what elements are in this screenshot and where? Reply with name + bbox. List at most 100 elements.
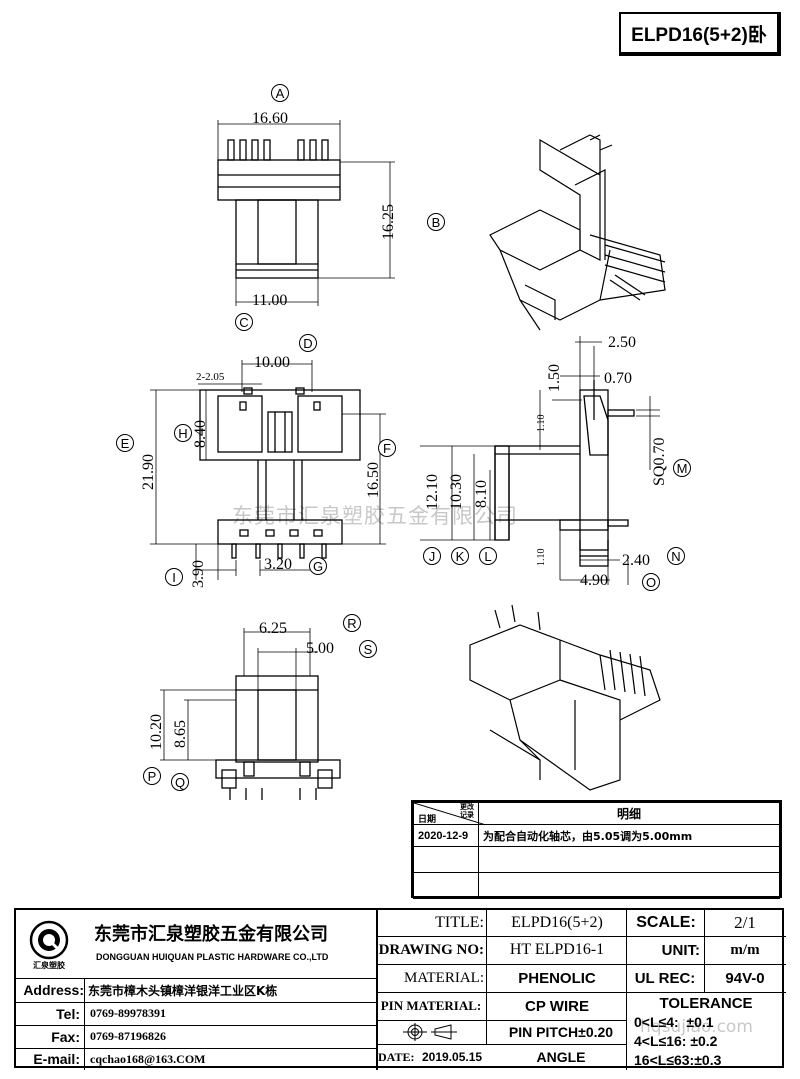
scale-value: 2/1 bbox=[734, 913, 756, 932]
address-value: 东莞市樟木头镇樟洋银洋工业区K栋 bbox=[88, 983, 278, 998]
address-label: Address: bbox=[23, 982, 84, 998]
dim-a: 16.60 bbox=[252, 110, 288, 127]
bottom-view bbox=[215, 675, 341, 800]
watermark: 东莞市汇泉塑胶五金有限公司 bbox=[232, 504, 518, 528]
dim-t2: 2.50 bbox=[608, 334, 636, 351]
company-name-cn: 东莞市汇泉塑胶五金有限公司 bbox=[94, 924, 328, 945]
dim-sq: SQ0.70 bbox=[651, 437, 668, 486]
dim-t5: 1.10 bbox=[536, 548, 547, 567]
dim-c: 11.00 bbox=[252, 292, 288, 309]
dim-t3: 0.70 bbox=[604, 370, 632, 387]
dim-i: 3.90 bbox=[190, 560, 207, 588]
unit-value: m/m bbox=[730, 941, 760, 958]
marker-l: L bbox=[479, 547, 497, 565]
ul-value: 94V-0 bbox=[725, 969, 765, 987]
part-title: ELPD16(5+2)卧 bbox=[631, 24, 767, 46]
dim-t4: 1.10 bbox=[536, 414, 547, 433]
rev-date-3 bbox=[413, 872, 479, 899]
dim-o: 4.90 bbox=[580, 572, 608, 589]
tolerance-1: 0<L≤4: ±0.1 bbox=[634, 1013, 714, 1030]
marker-q: Q bbox=[171, 773, 189, 791]
company-logo: 汇泉塑胶 bbox=[24, 914, 74, 976]
marker-p: P bbox=[143, 767, 161, 785]
logo-icon bbox=[29, 920, 69, 959]
front-view bbox=[199, 387, 361, 559]
drawing-no-value: HT ELPD16-1 bbox=[509, 941, 605, 958]
dim-lines-top bbox=[217, 120, 395, 306]
projection-symbol bbox=[396, 1020, 476, 1044]
material-label: MATERIAL: bbox=[404, 969, 484, 986]
pin-material-value: CP WIRE bbox=[525, 997, 589, 1015]
dim-r: 6.25 bbox=[259, 620, 287, 637]
company-name-en: DONGGUAN HUIQUAN PLASTIC HARDWARE CO.,LT… bbox=[96, 952, 329, 962]
rev-header-detail: 明细 bbox=[478, 802, 780, 825]
dim-lines-front bbox=[150, 360, 386, 580]
dim-lines-bottom bbox=[160, 628, 318, 761]
projection-icon bbox=[403, 1023, 457, 1041]
dim-q: 8.65 bbox=[172, 720, 189, 748]
tel-label: Tel: bbox=[56, 1005, 80, 1022]
iso-view-2 bbox=[469, 604, 661, 791]
rev-date-2 bbox=[413, 846, 479, 873]
rev-detail-3 bbox=[478, 872, 780, 899]
dim-e: 21.90 bbox=[140, 454, 157, 490]
dim-lines-side bbox=[420, 336, 660, 585]
marker-e: E bbox=[116, 434, 134, 452]
revision-table: 日期 更改记录 明细 2020-12-9 为配合自动化轴芯，由5.05调为5.0… bbox=[411, 800, 782, 899]
marker-c: C bbox=[235, 313, 253, 331]
marker-o: O bbox=[642, 573, 660, 591]
part-title-box: ELPD16(5+2)卧 bbox=[619, 12, 781, 56]
rev-detail-1: 为配合自动化轴芯，由5.05调为5.00mm bbox=[478, 824, 780, 847]
marker-a: A bbox=[271, 84, 289, 102]
marker-f: F bbox=[378, 439, 396, 457]
email-value: cqchao168@163.COM bbox=[90, 1051, 206, 1066]
top-view bbox=[217, 139, 341, 279]
marker-n: N bbox=[667, 547, 685, 565]
angle-label: ANGLE bbox=[536, 1049, 586, 1065]
rev-detail-2 bbox=[478, 846, 780, 873]
date-label: DATE: bbox=[378, 1049, 415, 1064]
marker-h: H bbox=[174, 424, 192, 442]
dim-g: 3.20 bbox=[264, 556, 292, 573]
corner-diagonal bbox=[414, 803, 486, 825]
logo-text: 汇泉塑胶 bbox=[33, 960, 65, 970]
dim-p: 10.20 bbox=[148, 714, 165, 750]
marker-r: R bbox=[343, 614, 361, 632]
dim-b: 16.25 bbox=[380, 204, 397, 240]
marker-d: D bbox=[299, 334, 317, 352]
fax-label: Fax: bbox=[51, 1028, 80, 1045]
dim-t1: 1.50 bbox=[546, 364, 563, 392]
marker-k: K bbox=[451, 547, 469, 565]
side-view bbox=[494, 380, 635, 567]
pin-material-label: PIN MATERIAL: bbox=[380, 998, 482, 1013]
dim-d: 10.00 bbox=[254, 354, 290, 371]
iso-view-1 bbox=[489, 134, 666, 331]
marker-j: J bbox=[423, 547, 441, 565]
pin-pitch: PIN PITCH±0.20 bbox=[508, 1024, 614, 1040]
marker-i: I bbox=[165, 568, 183, 586]
drawing-no-label: DRAWING NO: bbox=[378, 941, 484, 958]
tolerance-3: 16<L≤63:±0.3 bbox=[634, 1051, 722, 1068]
fax-value: 0769-87196826 bbox=[90, 1029, 166, 1043]
tolerance-label: TOLERANCE bbox=[659, 994, 753, 1012]
scale-label: SCALE: bbox=[636, 914, 696, 931]
email-label: E-mail: bbox=[33, 1051, 80, 1067]
ul-label: UL REC: bbox=[634, 969, 696, 987]
title-label: TITLE: bbox=[435, 914, 484, 931]
dim-f: 16.50 bbox=[365, 462, 382, 498]
technical-drawing bbox=[150, 120, 666, 800]
marker-s: S bbox=[359, 640, 377, 658]
dim-d-pitch: 2-2.05 bbox=[196, 371, 225, 383]
title-block: 汇泉塑胶 东莞市汇泉塑胶五金有限公司 DONGGUAN HUIQUAN PLAS… bbox=[14, 908, 786, 1070]
rev-header-date: 日期 bbox=[418, 815, 437, 825]
tel-value: 0769-89978391 bbox=[90, 1006, 166, 1020]
dim-s: 5.00 bbox=[306, 640, 334, 657]
watermark-2: hqsujiao.com bbox=[640, 1017, 753, 1037]
rev-header-corner: 日期 更改记录 bbox=[413, 802, 486, 825]
unit-label: UNIT: bbox=[661, 941, 700, 959]
title-value: ELPD16(5+2) bbox=[511, 914, 603, 931]
material-value: PHENOLIC bbox=[518, 969, 596, 987]
date-value: 2019.05.15 bbox=[422, 1050, 483, 1064]
rev-date-1: 2020-12-9 bbox=[413, 824, 479, 847]
dim-h: 8.40 bbox=[192, 420, 209, 448]
